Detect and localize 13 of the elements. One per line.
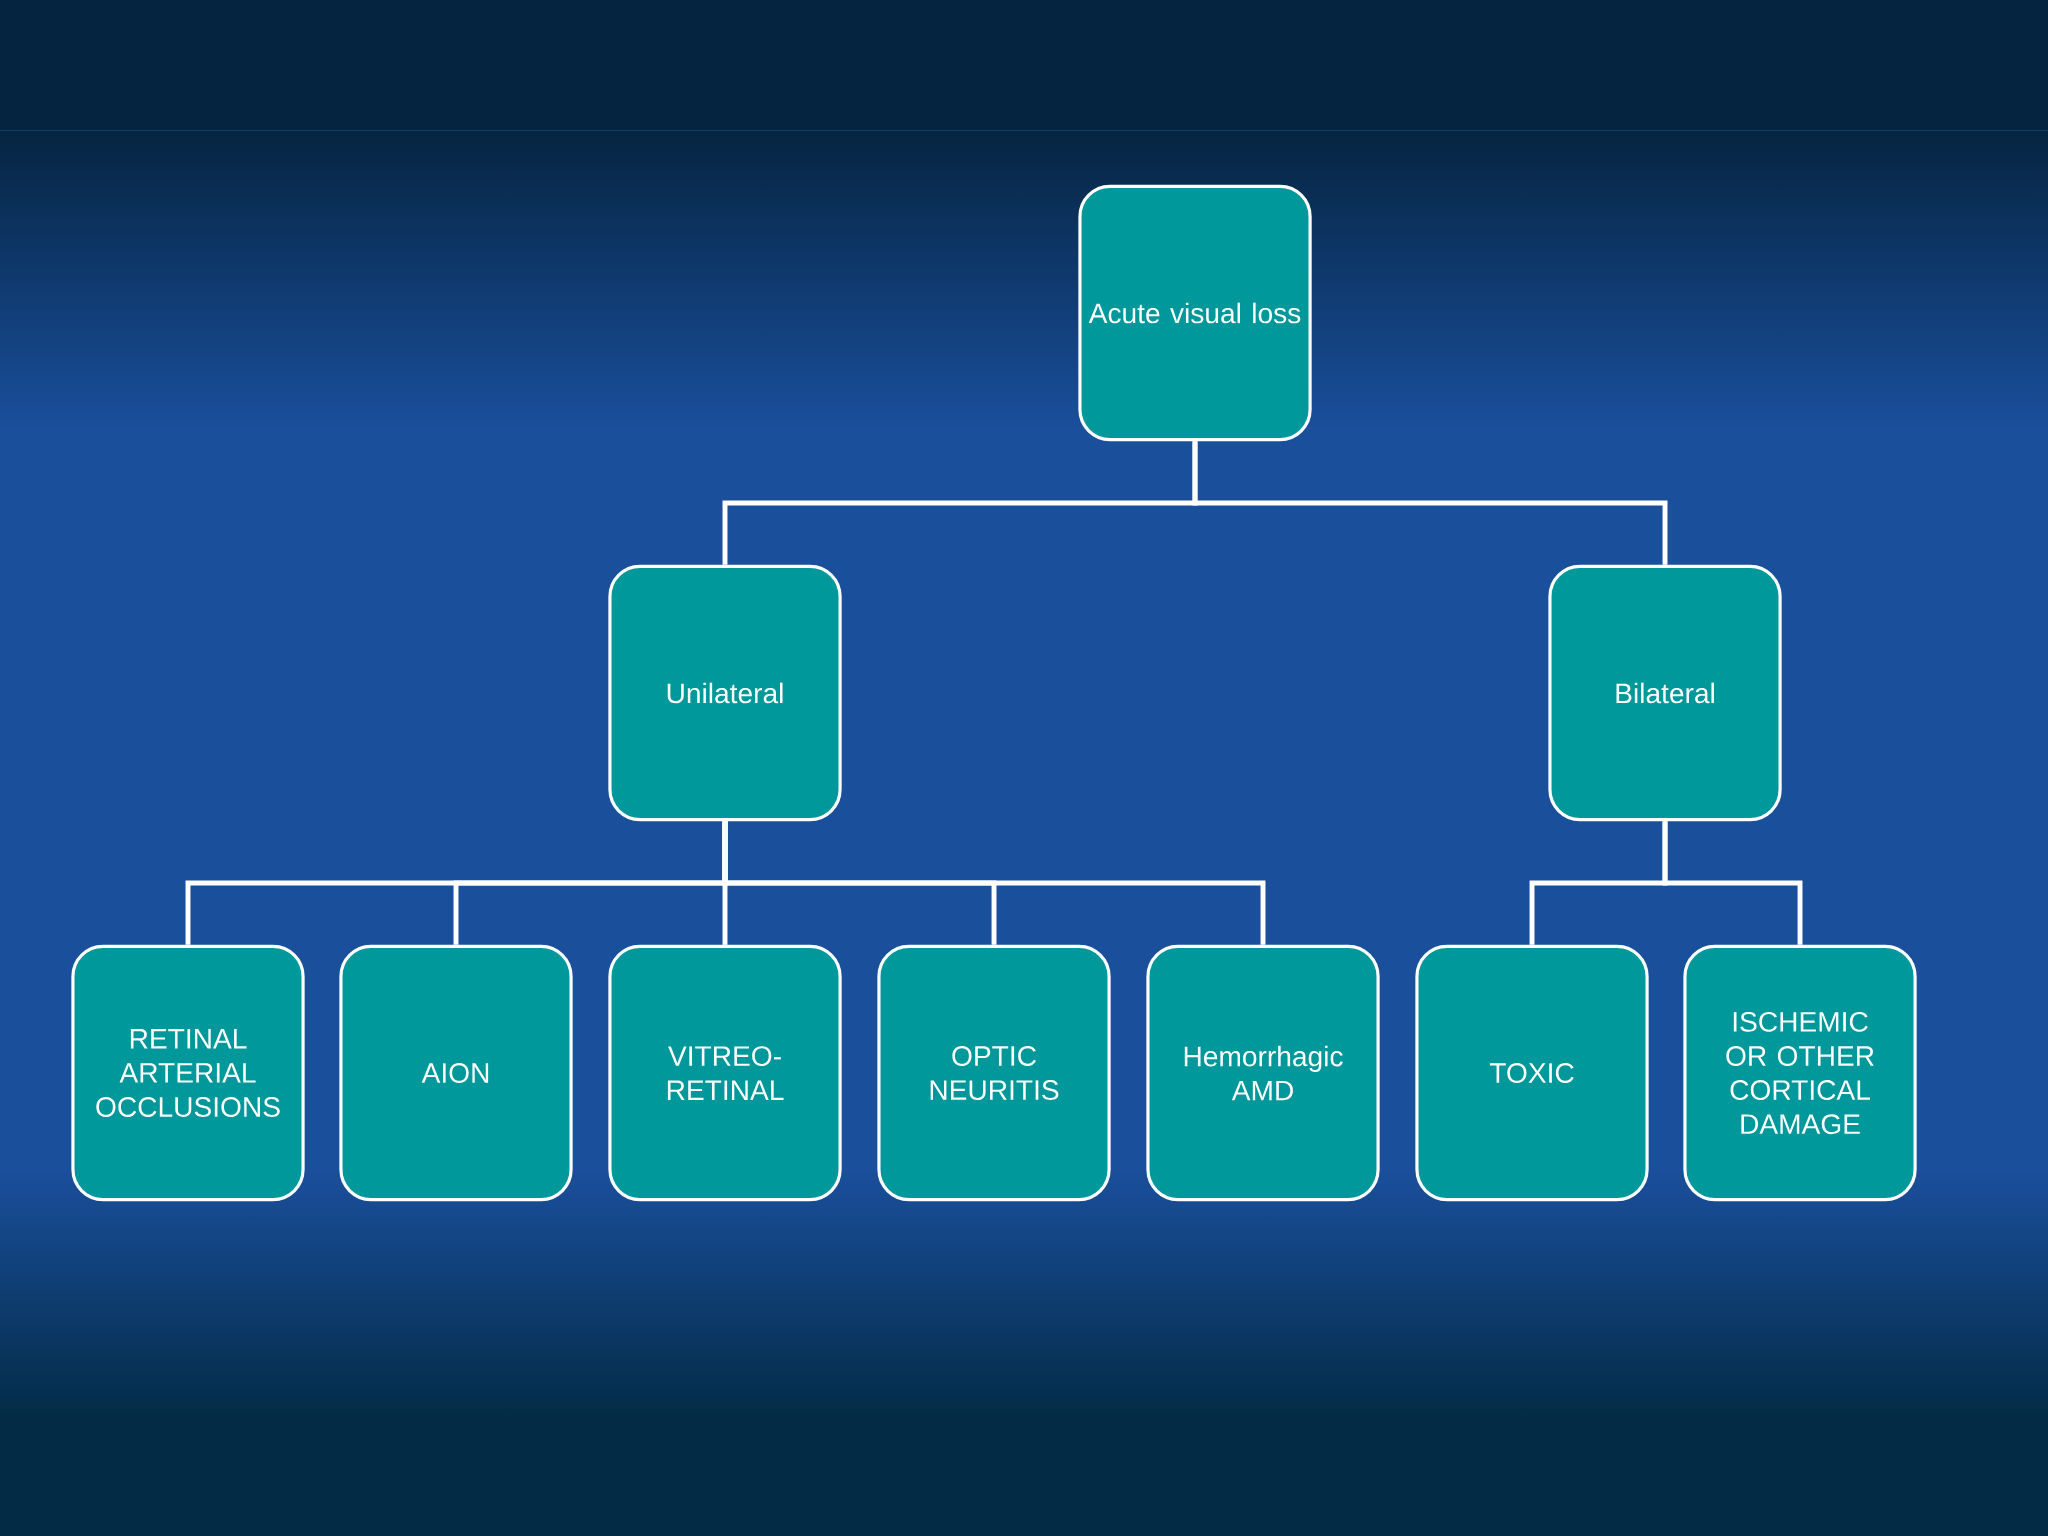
connector-line xyxy=(722,821,1266,945)
category-box: VITREO- RETINAL xyxy=(608,944,842,1202)
category-box: Hemorrhagic AMD xyxy=(1146,944,1380,1202)
category-box: AION xyxy=(339,944,573,1202)
category-box: Bilateral xyxy=(1548,564,1782,822)
category-box: RETINAL ARTERIAL OCCLUSIONS xyxy=(71,944,305,1202)
category-box: OPTIC NEURITIS xyxy=(877,944,1111,1202)
connector-line xyxy=(1662,821,1803,945)
category-box: Acute visual loss xyxy=(1078,184,1312,442)
connector-line xyxy=(1192,441,1668,565)
category-box: ISCHEMIC OR OTHER CORTICAL DAMAGE xyxy=(1683,944,1917,1202)
category-box: Unilateral xyxy=(608,564,842,822)
category-box: TOXIC xyxy=(1415,944,1649,1202)
